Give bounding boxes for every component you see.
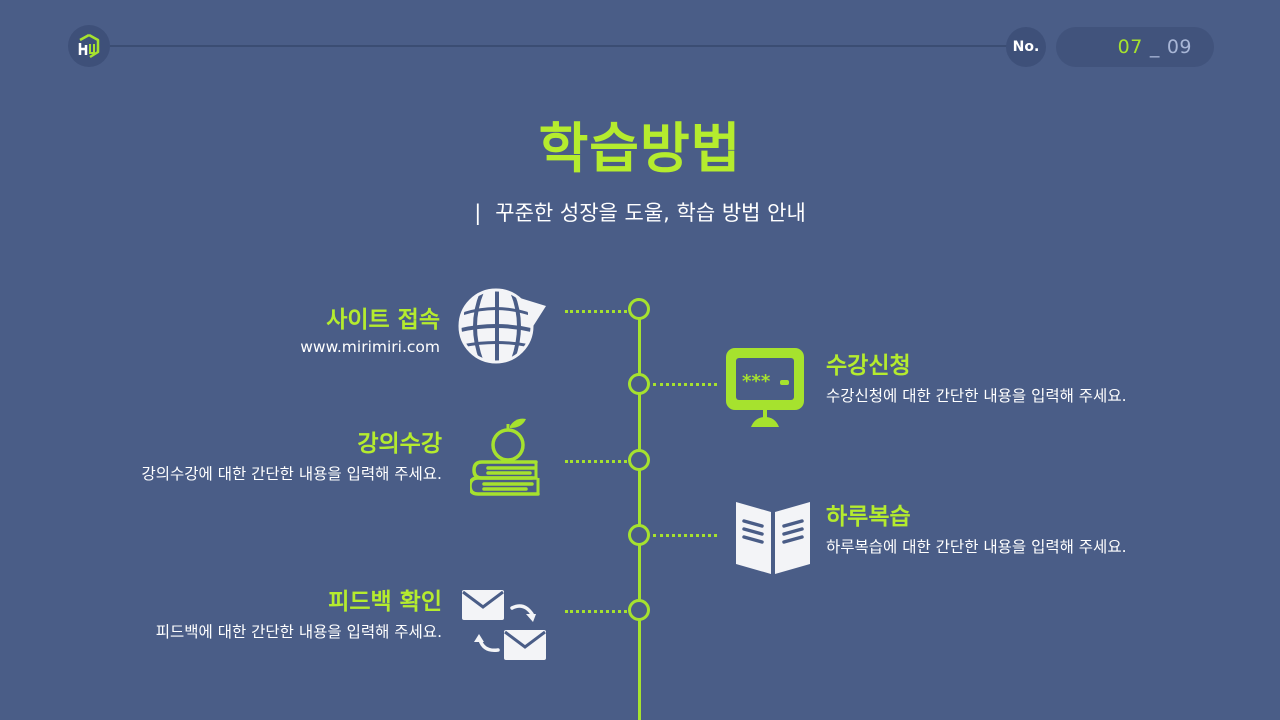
step-feedback: 피드백 확인 피드백에 대한 간단한 내용을 입력해 주세요.	[156, 582, 442, 642]
step-title: 수강신청	[826, 353, 911, 379]
open-book-icon	[734, 500, 814, 576]
timeline-node-1	[628, 298, 650, 320]
step-desc: 하루복습에 대한 간단한 내용을 입력해 주세요.	[826, 538, 1127, 556]
step-desc: 피드백에 대한 간단한 내용을 입력해 주세요.	[155, 623, 442, 641]
svg-text:***: ***	[742, 371, 771, 392]
mail-exchange-icon	[460, 588, 550, 664]
timeline-node-3	[628, 449, 650, 471]
connector-3	[565, 460, 627, 463]
timeline-node-2	[628, 373, 650, 395]
step-course-registration: 수강신청 수강신청에 대한 간단한 내용을 입력해 주세요.	[826, 346, 1127, 406]
timeline-line	[638, 308, 641, 720]
timeline-node-5	[628, 599, 650, 621]
step-title: 피드백 확인	[328, 589, 442, 615]
page-current: 07	[1117, 36, 1143, 58]
subtitle-text: 꾸준한 성장을 도울, 학습 방법 안내	[495, 201, 806, 225]
page-subtitle: | 꾸준한 성장을 도울, 학습 방법 안내	[0, 197, 1280, 227]
connector-1	[565, 310, 627, 313]
step-title: 강의수강	[357, 431, 442, 457]
globe-arrow-icon	[458, 284, 550, 364]
header-divider	[110, 45, 1008, 47]
page-indicator: 07 _ 09	[1056, 27, 1214, 67]
step-title: 하루복습	[826, 504, 911, 530]
step-desc: 강의수강에 대한 간단한 내용을 입력해 주세요.	[141, 465, 442, 483]
step-desc: 수강신청에 대한 간단한 내용을 입력해 주세요.	[826, 387, 1127, 405]
connector-4	[653, 534, 717, 537]
logo-cube-icon	[78, 33, 100, 59]
page-separator: _	[1149, 36, 1160, 58]
logo	[68, 25, 110, 67]
page-title: 학습방법	[538, 117, 742, 180]
connector-2	[653, 383, 717, 386]
step-desc: www.mirimiri.com	[300, 338, 440, 356]
apple-books-icon	[470, 416, 544, 506]
step-lecture: 강의수강 강의수강에 대한 간단한 내용을 입력해 주세요.	[141, 424, 442, 484]
step-site-access: 사이트 접속 www.mirimiri.com	[300, 300, 440, 356]
subtitle-bar: |	[474, 201, 482, 225]
connector-5	[565, 610, 627, 613]
step-title: 사이트 접속	[326, 307, 440, 333]
step-daily-review: 하루복습 하루복습에 대한 간단한 내용을 입력해 주세요.	[826, 497, 1127, 557]
timeline-node-4	[628, 524, 650, 546]
monitor-password-icon: ***	[725, 347, 807, 429]
page-total: 09	[1166, 36, 1192, 58]
number-label: No.	[1006, 27, 1046, 67]
